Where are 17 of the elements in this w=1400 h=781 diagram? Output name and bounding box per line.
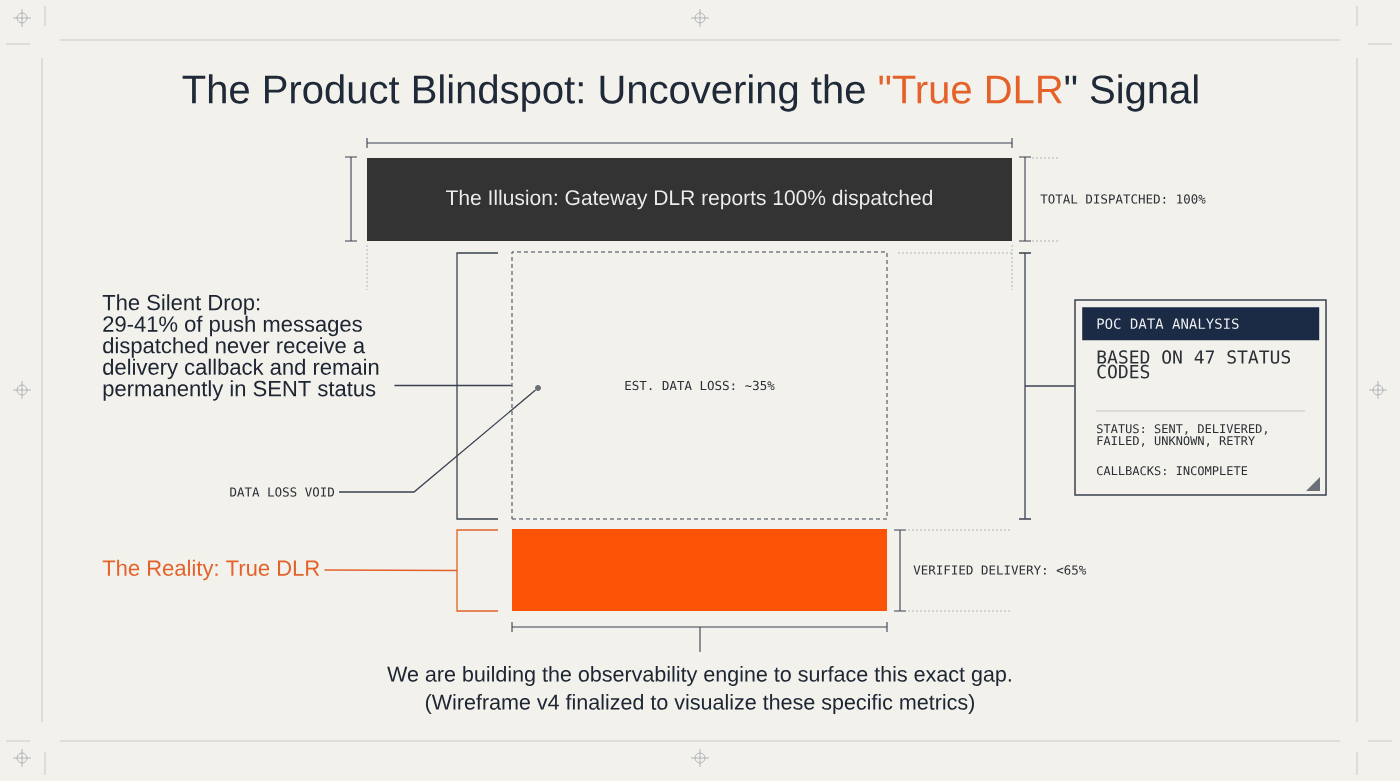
dimension-label: TOTAL DISPATCHED: 100%	[1040, 194, 1206, 204]
dashed-box: EST. DATA LOSS: ~35%	[511, 251, 888, 520]
bracket	[1018, 252, 1032, 520]
panel-text: CALLBACKS: INCOMPLETE	[1097, 466, 1248, 476]
callout-label: The Reality: True DLR	[102, 559, 320, 581]
callout-text: 29-41% of push messages dispatched never receive a delivery callback and remain permanently in SENT status	[103, 315, 379, 401]
panel-text: STATUS: SENT, DELIVERED, FAILED, UNKNOWN, RETRY	[1097, 424, 1267, 447]
panel-text: BASED ON 47 STATUS CODES	[1097, 350, 1291, 379]
callout-heading: The Silent Drop:	[102, 294, 260, 315]
title: The Product Blindspot: Uncovering the "True DLR" Signal	[182, 74, 1198, 112]
header-band: POC DATA ANALYSIS	[1082, 307, 1320, 341]
note-text: (Wireframe v4 finalized to visualize these specific metrics)	[425, 694, 974, 714]
dimension-label: VERIFIED DELIVERY: <65%	[913, 565, 1087, 575]
note-text: We are building the observability engine to surface this exact gap.	[387, 666, 1011, 686]
callout-label: DATA LOSS VOID	[230, 487, 334, 497]
bar: The Illusion: Gateway DLR reports 100% dispatched	[367, 158, 1012, 241]
bracket	[456, 529, 499, 612]
